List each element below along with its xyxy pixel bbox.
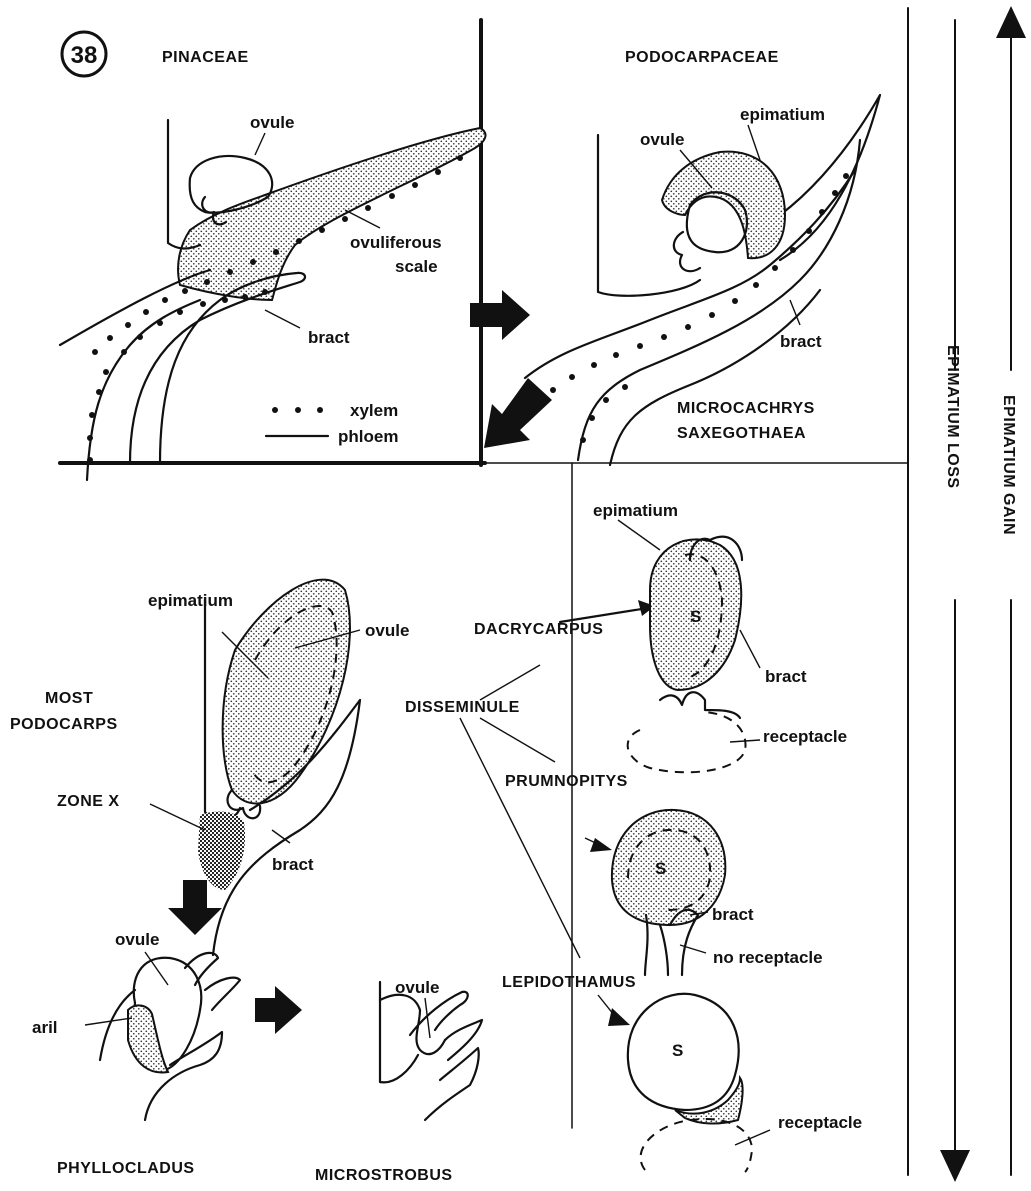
genus-prumnopitys: PRUMNOPITYS <box>505 773 628 790</box>
label-scale-1: scale <box>395 257 438 276</box>
label-s-1: S <box>690 607 701 626</box>
label-bract-3: bract <box>272 855 314 874</box>
label-no-receptacle: no receptacle <box>713 948 823 967</box>
label-receptacle-1: receptacle <box>763 727 847 746</box>
label-bract-1: bract <box>308 328 350 347</box>
figure-number-badge: 38 <box>62 32 106 76</box>
figure-number: 38 <box>71 42 98 69</box>
label-ovule-4: ovule <box>115 930 159 949</box>
epimatium-loss-axis: EPIMATIUM LOSS <box>940 20 970 1182</box>
genus-podocarps: PODOCARPS <box>10 716 118 733</box>
arrow-right-2 <box>255 986 302 1034</box>
panel-podocarpaceae: PODOCARPACEAE ovule epimatium <box>525 49 880 465</box>
family-pinaceae: PINACEAE <box>162 49 249 66</box>
genus-microstrobus: MICROSTROBUS <box>315 1167 453 1184</box>
label-receptacle-2: receptacle <box>778 1113 862 1132</box>
epimatium-gain-axis: EPIMATIUM GAIN <box>996 6 1026 1175</box>
zone-x <box>198 811 245 890</box>
label-epimatium-2: epimatium <box>740 105 825 124</box>
label-disseminule: DISSEMINULE <box>405 699 520 716</box>
label-bract-2: bract <box>780 332 822 351</box>
axis-epimatium-gain: EPIMATIUM GAIN <box>1000 395 1017 535</box>
genus-phyllocladus: PHYLLOCLADUS <box>57 1160 195 1177</box>
genus-most: MOST <box>45 690 93 707</box>
label-s-3: S <box>672 1041 683 1060</box>
genus-saxegothaea: SAXEGOTHAEA <box>677 425 806 442</box>
label-bract-4: bract <box>765 667 807 686</box>
aril <box>128 1005 168 1072</box>
label-ovule-1: ovule <box>250 113 294 132</box>
label-ovule-2: ovule <box>640 130 684 149</box>
panel-microstrobus: ovule MICROSTROBUS <box>315 978 482 1184</box>
genus-microcachrys: MICROCACHRYS <box>677 400 815 417</box>
label-ovuliferous-1: ovuliferous <box>350 233 442 252</box>
panel-most-podocarps: MOST PODOCARPS epimatium ovule ZONE X br… <box>10 580 409 955</box>
epimatium-prumnopitys <box>612 810 725 925</box>
panel-disseminule: DISSEMINULE DACRYCARPUS S bract receptac… <box>405 501 862 1172</box>
ovuliferous-scale <box>178 128 485 300</box>
label-ovule-3: ovule <box>365 621 409 640</box>
legend-phloem: phloem <box>338 427 398 446</box>
label-zone-x: ZONE X <box>57 793 120 810</box>
panel-phyllocladus: ovule aril PHYLLOCLADUS <box>32 930 240 1177</box>
arrow-down-left <box>484 378 552 448</box>
label-bract-5: bract <box>712 905 754 924</box>
epimatium-pod <box>662 152 785 259</box>
label-epimatium-4: epimatium <box>593 501 678 520</box>
legend: xylem phloem <box>266 401 398 446</box>
label-epimatium-3: epimatium <box>148 591 233 610</box>
legend-xylem: xylem <box>350 401 398 420</box>
arrow-down <box>168 880 222 935</box>
label-ovule-5: ovule <box>395 978 439 997</box>
bract-outline <box>130 273 305 463</box>
label-aril: aril <box>32 1018 58 1037</box>
genus-dacrycarpus: DACRYCARPUS <box>474 621 603 638</box>
axis-epimatium-loss: EPIMATIUM LOSS <box>944 345 961 489</box>
label-s-2: S <box>655 859 666 878</box>
family-podocarpaceae: PODOCARPACEAE <box>625 49 779 66</box>
panel-pinaceae: PINACEAE <box>60 49 485 480</box>
genus-lepidothamus: LEPIDOTHAMUS <box>502 974 636 991</box>
